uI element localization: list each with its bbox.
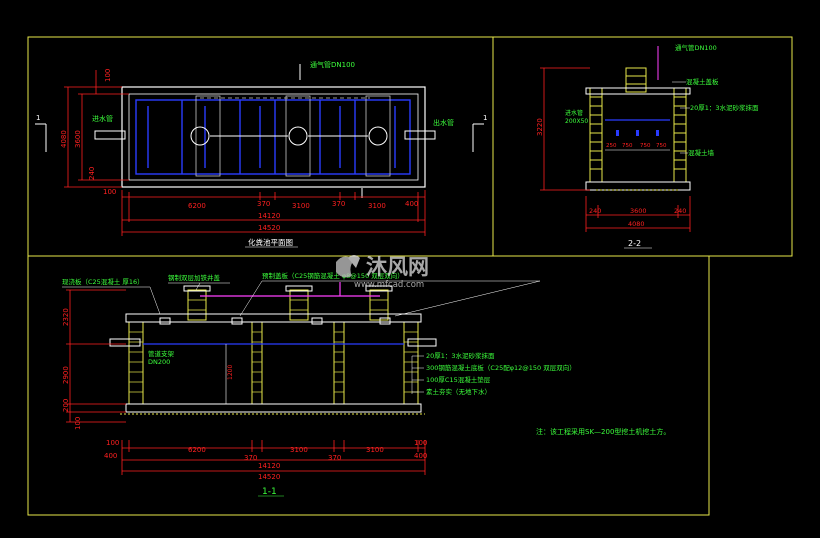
section-1-1-dim-row1-2: 370 <box>244 454 257 462</box>
plan-view-title: 化粪池平面图 <box>248 237 293 247</box>
section-1-1-dim-row1-6: 100 <box>414 439 427 447</box>
section-1-1-dim-left-0: 2320 <box>62 308 70 326</box>
plan-left-dimension-lines <box>64 70 129 188</box>
section-2-2-dim-bottom-0: 240 <box>589 207 601 215</box>
plan-inlet-label: 进水管 <box>92 114 113 123</box>
section-2-2-rebar <box>616 130 659 136</box>
section-1-1-inlet-size-label: DN200 <box>148 358 170 366</box>
section-2-2-dim-inner-3: 750 <box>656 143 667 149</box>
plan-dim-left-1: 3600 <box>74 130 82 148</box>
section-1-1-layer-1: 300钢筋混凝土底板（C25配φ12@150 双层双向） <box>426 363 576 372</box>
plan-dim-bottom-1: 6200 <box>188 202 206 210</box>
plan-dim-left-2: 240 <box>88 167 96 180</box>
plan-manholes <box>190 126 388 146</box>
section-2-2-dim-inner-2: 750 <box>640 143 651 149</box>
section-1-1-dim-row1-4: 370 <box>328 454 341 462</box>
section-1-1-walls <box>128 289 419 405</box>
section-2-2-leaders <box>672 81 690 154</box>
section-1-1-dim-left-2: 200 <box>62 399 70 412</box>
section-2-2-slab-label: 混凝土盖板 <box>686 77 719 86</box>
section-2-2-top-slab <box>585 87 691 95</box>
watermark-url: www.mfcad.com <box>354 280 424 290</box>
section-1-1-dim-row1-3: 3100 <box>290 446 308 454</box>
plan-view: 1 1 通气管DN100 进水管 出水管 4080 3600 240 100 <box>35 60 487 248</box>
plan-dim-left-0: 4080 <box>60 130 68 148</box>
plan-dim-bottom-2: 370 <box>257 200 270 208</box>
section-2-2-vent-label: 通气管DN100 <box>675 43 717 52</box>
section-1-1-cover-label: 预制盖板（C25钢筋混凝土 φ8@150 双层双向） <box>262 271 404 280</box>
section-2-2-pipe-label: 进水管 <box>565 109 583 117</box>
section-1-1-pipes <box>109 317 437 347</box>
section-1-1: 1200 2320 2900 200 100 100 <box>62 271 670 497</box>
section-1-1-dim-mid: 1200 <box>227 365 234 380</box>
section-1-1-inlet-label: 管道支架 <box>148 349 175 358</box>
section-1-1-dim-row2-0: 400 <box>104 452 117 460</box>
plan-outlet-label: 出水管 <box>433 118 454 127</box>
plan-dim-bottom-6: 400 <box>405 200 418 208</box>
plan-section-markers <box>35 64 484 198</box>
section-1-1-dim-left-1: 2900 <box>62 366 70 384</box>
section-2-2-bottom-slab <box>585 181 691 191</box>
section-1-1-dim-total-outer: 14520 <box>258 473 280 481</box>
section-1-1-note: 注：该工程采用SK—200型挖土机挖土方。 <box>536 427 670 436</box>
section-1-1-dim-total-inner: 14120 <box>258 462 280 470</box>
plan-chambers <box>135 99 411 175</box>
plan-dim-bottom-3: 3100 <box>292 202 310 210</box>
section-2-2-pipe-size-label: 200X50 <box>565 118 588 125</box>
section-2-2-walls <box>589 67 687 183</box>
section-2-2-wall-label: 混凝土墙 <box>688 148 715 157</box>
section-2-2-dim-inner-0: 250 <box>606 143 617 149</box>
section-1-1-top-slab <box>125 285 422 323</box>
section-1-1-layer-0: 20厚1：3水泥砂浆抹面 <box>426 351 495 360</box>
section-1-1-layer-leaders <box>411 355 424 394</box>
section-1-1-dim-left-3: 100 <box>74 417 82 430</box>
plan-dim-bottom-0: 100 <box>103 188 116 196</box>
section-1-1-brick-courses <box>129 299 418 393</box>
plan-inner-wall <box>128 93 419 181</box>
section-2-2-bottom-dimension-lines <box>585 196 691 232</box>
section-2-2: 3220 240 3600 240 4080 250 750 750 750 通… <box>536 43 759 249</box>
section-1-1-bottom-dimension-lines <box>121 440 426 475</box>
plan-dim-total-outer: 14520 <box>258 224 280 232</box>
plan-pipes <box>94 130 436 140</box>
section-1-1-left-dimension-lines <box>66 289 126 423</box>
section-2-2-dim-left: 3220 <box>536 118 544 136</box>
plan-outer-wall <box>121 86 426 188</box>
section-1-1-dim-row1-5: 3100 <box>366 446 384 454</box>
section-1-1-top-leaders <box>62 280 541 317</box>
section-1-1-bottom-slab <box>125 403 422 413</box>
section-1-1-layer-2: 100厚C15混凝土垫层 <box>426 375 491 384</box>
sheet-frames <box>27 36 793 516</box>
watermark: 沐风网 www.mfcad.com <box>336 255 429 290</box>
section-2-2-left-dimension-lines <box>540 67 590 191</box>
section-2-2-dim-total: 4080 <box>628 220 645 228</box>
section-1-1-dim-row1-1: 6200 <box>188 446 206 454</box>
plan-section-mark-right: 1 <box>483 114 487 122</box>
plan-dim-bottom-5: 3100 <box>368 202 386 210</box>
section-2-2-title: 2-2 <box>628 239 641 248</box>
section-2-2-dim-bottom-1: 3600 <box>630 207 647 215</box>
plan-dim-left-3: 100 <box>104 69 112 82</box>
section-1-1-title: 1-1 <box>262 487 277 497</box>
section-1-1-frame <box>27 255 710 516</box>
section-1-1-layer-3: 素土夯实（无地下水） <box>426 387 491 396</box>
section-1-1-top-slab-label: 现浇板（C25混凝土 厚16） <box>62 277 144 286</box>
plan-vent-pipe-label: 通气管DN100 <box>310 60 355 69</box>
plan-bottom-dimension-lines <box>121 190 426 236</box>
section-2-2-dim-inner-1: 750 <box>622 143 633 149</box>
section-1-1-dim-row1-0: 100 <box>106 439 119 447</box>
section-2-2-dim-bottom-2: 240 <box>674 207 686 215</box>
watermark-brand: 沐风网 <box>366 255 429 279</box>
section-1-1-manhole-label: 钢制双层加铁井盖 <box>168 273 221 282</box>
plan-dim-bottom-4: 370 <box>332 200 345 208</box>
section-1-1-dim-row2-1: 400 <box>414 452 427 460</box>
plan-section-mark-left: 1 <box>36 114 40 122</box>
watermark-logo <box>336 255 360 278</box>
section-2-2-plaster-label: 20厚1：3水泥砂浆抹面 <box>690 103 759 112</box>
plan-dim-total-inner: 14120 <box>258 212 280 220</box>
